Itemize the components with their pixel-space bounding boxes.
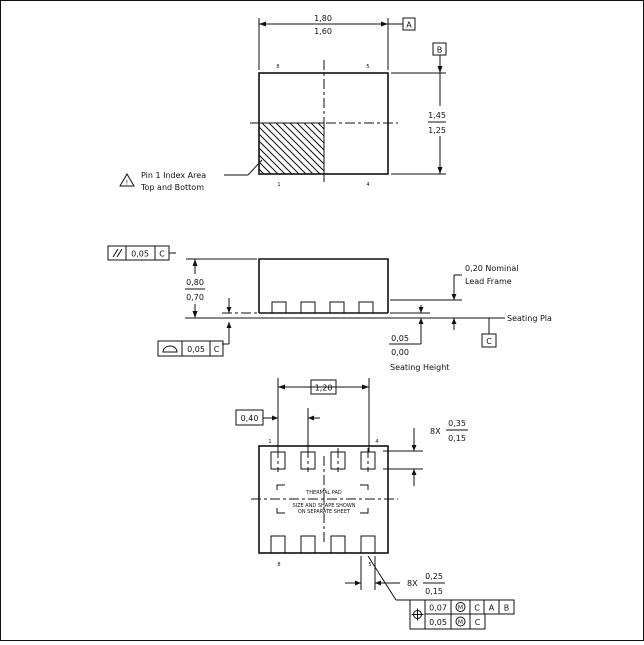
top-height-min: 1,25 xyxy=(428,126,446,135)
side-height-min: 0,70 xyxy=(186,293,204,302)
side-view: Seating Pla C 0,05 C 0,80 0,70 xyxy=(107,245,552,372)
top-pin-1: 1 xyxy=(277,182,280,188)
fcf-row1-datum-a: A xyxy=(489,604,495,613)
top-height-max: 1,45 xyxy=(428,111,446,120)
lead-frame-value: 0,20 Nominal xyxy=(465,264,518,273)
parallelism-tolerance: 0,05 xyxy=(131,250,149,259)
top-pin-8: 8 xyxy=(276,64,279,70)
pin1-index-area xyxy=(258,122,325,175)
fcf-row1-modifier: M xyxy=(458,605,463,612)
fcf-row1-tolerance: 0,07 xyxy=(429,604,447,613)
top-pin-5: 5 xyxy=(366,64,369,70)
size-note-line1: SIZE AND SHAPE SHOWN xyxy=(292,503,355,509)
bottom-pads xyxy=(270,448,376,554)
top-pin-4: 4 xyxy=(366,182,369,188)
flatness-datum: C xyxy=(214,345,220,354)
bottom-view: THERMAL PAD SIZE AND SHAPE SHOWN ON SEPA… xyxy=(235,378,468,596)
bottom-pin-5: 5 xyxy=(368,562,371,568)
pad-length-min: 0,15 xyxy=(448,434,466,443)
pin1-note-line2: Top and Bottom xyxy=(140,183,204,192)
flatness-tolerance: 0,05 xyxy=(187,345,205,354)
pad-bottom-2 xyxy=(300,535,316,554)
package-body-side xyxy=(258,258,389,313)
top-width-max: 1,80 xyxy=(314,14,332,23)
side-leads xyxy=(271,301,374,314)
side-lead-1 xyxy=(271,301,287,314)
svg-text:!: ! xyxy=(126,180,128,187)
pad-pitch: 0,40 xyxy=(241,414,259,423)
datum-c-box xyxy=(481,333,497,348)
flatness-frame: 0,05 C xyxy=(157,298,257,357)
fcf-row2-modifier: M xyxy=(458,619,463,626)
pin1-note-line1: Pin 1 Index Area xyxy=(141,171,206,180)
parallelism-frame: 0,05 C xyxy=(107,245,176,261)
pad-width-min: 0,15 xyxy=(425,587,443,596)
fcf-row2-datum-c: C xyxy=(475,618,481,627)
datum-a-box xyxy=(402,17,416,31)
pad-bottom-3 xyxy=(330,535,346,554)
side-lead-2 xyxy=(300,301,316,314)
standoff-min: 0,00 xyxy=(391,348,409,357)
datum-a-label: A xyxy=(406,21,412,30)
datum-c-label: C xyxy=(486,337,492,346)
thermal-pad-label: THERMAL PAD xyxy=(305,490,342,496)
datum-b-label: B xyxy=(437,46,443,55)
size-note-line2: ON SEPARATE SHEET xyxy=(298,509,351,515)
pad-length-count: 8X xyxy=(430,427,441,436)
pad-bottom-1 xyxy=(270,535,286,554)
seating-plane-label: Seating Pla xyxy=(507,314,552,323)
bottom-pin-4: 4 xyxy=(375,439,378,445)
pad-bottom-4 xyxy=(360,535,376,554)
flatness-icon xyxy=(162,345,178,353)
pad-width-max: 0,25 xyxy=(425,572,443,581)
fcf-row2-tolerance: 0,05 xyxy=(429,618,447,627)
datum-b-box xyxy=(432,42,447,56)
lead-frame-label: Lead Frame xyxy=(465,277,512,286)
side-height-max: 0,80 xyxy=(186,278,204,287)
warning-triangle-icon xyxy=(119,173,135,187)
pad-width-count: 8X xyxy=(407,579,418,588)
parallelism-datum: C xyxy=(159,250,165,259)
top-view: 1,80 1,60 A B 1,45 1,25 8 5 1 4 ! Pin 1 … xyxy=(119,14,448,192)
bottom-pin-1: 1 xyxy=(268,439,271,445)
pad-span: 1,20 xyxy=(315,384,333,393)
seating-height-label: Seating Height xyxy=(390,363,449,372)
fcf-row1-datum-c: C xyxy=(474,604,480,613)
thermal-pad-outline xyxy=(276,484,369,514)
side-lead-3 xyxy=(329,301,345,314)
bottom-pin-8: 8 xyxy=(277,562,280,568)
fcf-row1-datum-b: B xyxy=(504,604,510,613)
parallelism-icon xyxy=(112,248,119,258)
pad-length-max: 0,35 xyxy=(448,419,466,428)
position-tolerance-frame: 0,07 M C A B 0,05 M C xyxy=(367,555,515,630)
top-width-min: 1,60 xyxy=(314,27,332,36)
standoff-max: 0,05 xyxy=(391,334,409,343)
side-lead-4 xyxy=(358,301,374,314)
